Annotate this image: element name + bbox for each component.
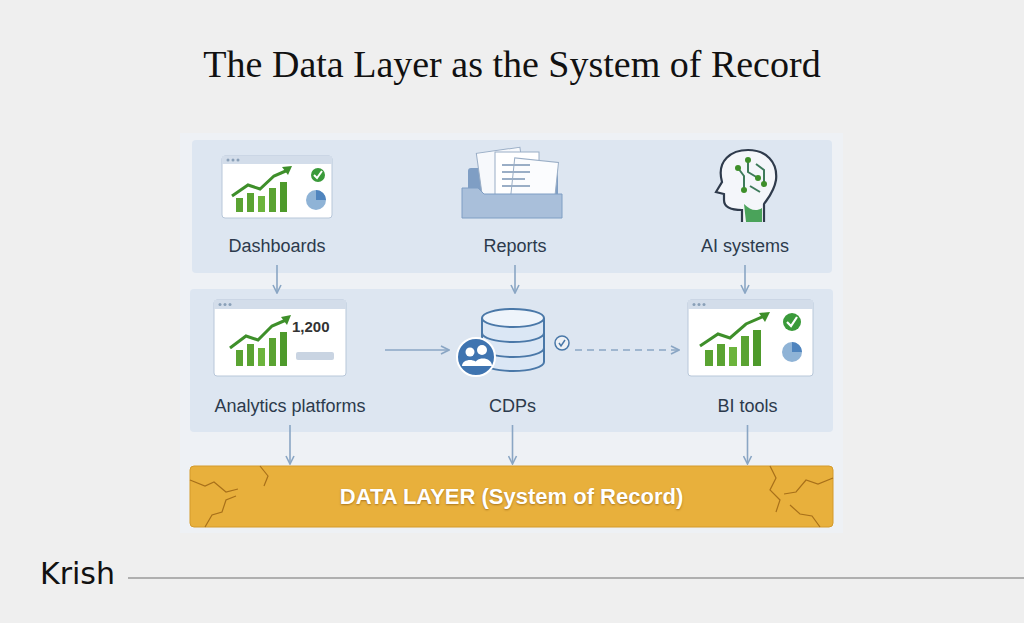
- node-label: Dashboards: [228, 236, 325, 263]
- dashboard-icon: [222, 156, 332, 218]
- author-label: Krish: [40, 556, 115, 591]
- data-layer-bar: [190, 466, 833, 527]
- footer-rule: [128, 577, 1024, 579]
- bi-icon: [688, 300, 813, 376]
- flow-arrow: [744, 265, 746, 292]
- band-label: DATA LAYER (System of Record): [340, 484, 684, 510]
- analytics-icon: [214, 300, 346, 376]
- metric-number: 1,200: [292, 318, 330, 335]
- middle-band: [190, 289, 833, 432]
- node-label: BI tools: [717, 396, 777, 423]
- top-band: [192, 140, 832, 273]
- node-label: Reports: [483, 236, 546, 263]
- flow-arrow: [747, 425, 749, 463]
- system-node: AI systems: [675, 148, 815, 263]
- reports-icon: [462, 147, 562, 218]
- diagram-title: The Data Layer as the System of Record: [0, 42, 1024, 86]
- system-node: 1,200Analytics platforms: [195, 295, 385, 423]
- ai-head-icon: [716, 150, 776, 222]
- node-label: CDPs: [489, 396, 536, 423]
- flow-arrow: [289, 425, 291, 463]
- flow-arrow: [512, 425, 514, 463]
- system-node: Reports: [445, 148, 585, 263]
- frame: [180, 133, 843, 533]
- flow-arrow: [514, 265, 516, 292]
- system-node: BI tools: [680, 295, 815, 423]
- flow-arrow: [276, 265, 278, 292]
- database-icon: [457, 309, 569, 376]
- cracks: [190, 466, 833, 527]
- system-node: CDPs: [450, 295, 575, 423]
- node-label: AI systems: [701, 236, 789, 263]
- data-layer-band: DATA LAYER (System of Record): [190, 466, 833, 527]
- flow-arrow: [575, 349, 678, 351]
- system-node: Dashboards: [207, 148, 347, 263]
- node-label: Analytics platforms: [214, 396, 365, 423]
- flow-arrow: [385, 349, 448, 351]
